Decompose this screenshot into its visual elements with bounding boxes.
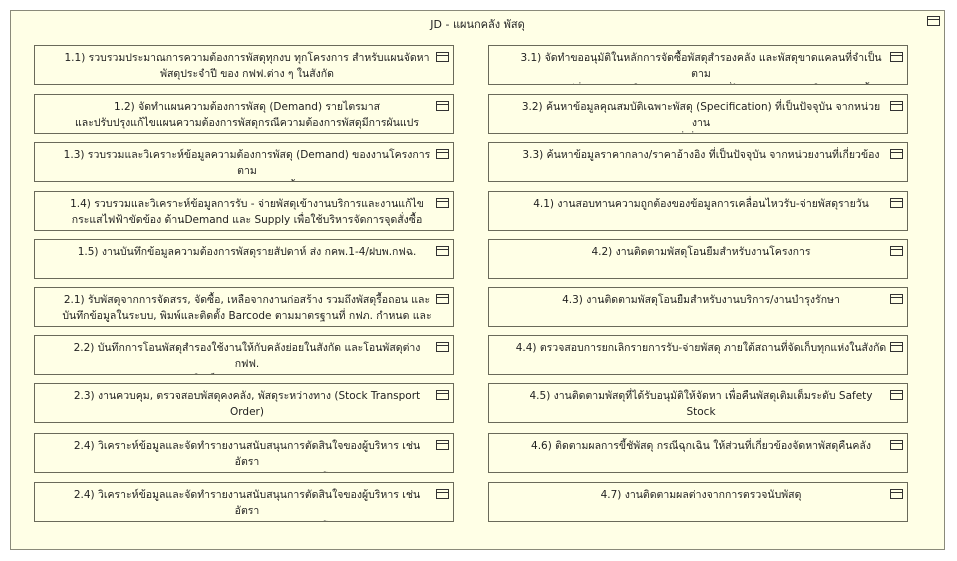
task-box-2-3[interactable]: 2.3) งานควบคุม, ตรวจสอบพัสดุคงคลัง, พัสด…: [34, 383, 454, 423]
collapse-icon[interactable]: [890, 198, 903, 208]
task-label: 1.2) จัดทำแผนความต้องการพัสดุ (Demand) ร…: [75, 101, 419, 129]
collapse-icon[interactable]: [436, 52, 449, 62]
collapse-icon[interactable]: [890, 489, 903, 499]
task-box-4-7[interactable]: 4.7) งานติดตามผลต่างจากการตรวจนับพัสดุ: [488, 482, 908, 522]
collapse-icon[interactable]: [436, 246, 449, 256]
collapse-icon[interactable]: [436, 149, 449, 159]
task-box-1-3[interactable]: 1.3) รวบรวมและวิเคราะห์ข้อมูลความต้องการ…: [34, 142, 454, 182]
collapse-icon[interactable]: [436, 101, 449, 111]
collapse-icon[interactable]: [890, 52, 903, 62]
task-box-1-1[interactable]: 1.1) รวบรวมประมาณการความต้องการพัสดุทุกง…: [34, 45, 454, 85]
task-label: 4.3) งานติดตามพัสดุโอนยืมสำหรับงานบริการ…: [562, 294, 840, 306]
task-label: 1.5) งานบันทึกข้อมูลความต้องการพัสดุรายส…: [77, 246, 417, 258]
collapse-icon[interactable]: [927, 16, 940, 26]
frame-title: JD - แผนกคลัง พัสดุ: [430, 18, 525, 31]
task-label: 3.2) ค้นหาข้อมูลคุณสมบัติเฉพาะพัสดุ (Spe…: [521, 101, 881, 129]
task-label: 1.3) รวบรวมและวิเคราะห์ข้อมูลความต้องการ…: [63, 149, 431, 177]
task-box-4-2[interactable]: 4.2) งานติดตามพัสดุโอนยืมสำหรับงานโครงกา…: [488, 239, 908, 279]
task-box-4-6[interactable]: 4.6) ติดตามผลการขี้ชัพัสดุ กรณีฉุกเฉิน ใ…: [488, 433, 908, 473]
task-box-3-2[interactable]: 3.2) ค้นหาข้อมูลคุณสมบัติเฉพาะพัสดุ (Spe…: [488, 94, 908, 134]
task-label: 1.1) รวบรวมประมาณการความต้องการพัสดุทุกง…: [64, 52, 430, 80]
task-label: 1.4) รวบรวมและวิเคราะห์ข้อมูลการรับ - จ่…: [70, 198, 424, 226]
task-label: 2.4) วิเคราะห์ข้อมูลและจัดทำรายงานสนับสน…: [73, 489, 421, 517]
task-box-2-4-duplicate[interactable]: 2.4) วิเคราะห์ข้อมูลและจัดทำรายงานสนับสน…: [34, 482, 454, 522]
task-label: 4.4) ตรวจสอบการยกเลิกรายการรับ-จ่ายพัสดุ…: [515, 342, 887, 354]
task-label: 3.1) จัดทำขออนุมัติในหลักการจัดซื้อพัสดุ…: [520, 52, 882, 80]
collapse-icon[interactable]: [890, 246, 903, 256]
task-box-2-2[interactable]: 2.2) บันทึกการโอนพัสดุสำรองใช้งานให้กับค…: [34, 335, 454, 375]
task-box-4-4[interactable]: 4.4) ตรวจสอบการยกเลิกรายการรับ-จ่ายพัสดุ…: [488, 335, 908, 375]
task-label: 2.2) บันทึกการโอนพัสดุสำรองใช้งานให้กับค…: [73, 342, 421, 370]
task-label: 4.1) งานสอบทานความถูกต้องของข้อมูลการเคล…: [533, 198, 869, 210]
department-frame: JD - แผนกคลัง พัสดุ 1.1) รวบรวมประมาณการ…: [10, 10, 945, 550]
task-box-2-1[interactable]: 2.1) รับพัสดุจากการจัดสรร, จัดซื้อ, เหลื…: [34, 287, 454, 327]
collapse-icon[interactable]: [890, 440, 903, 450]
collapse-icon[interactable]: [890, 101, 903, 111]
collapse-icon[interactable]: [436, 198, 449, 208]
task-box-1-2[interactable]: 1.2) จัดทำแผนความต้องการพัสดุ (Demand) ร…: [34, 94, 454, 134]
task-box-4-1[interactable]: 4.1) งานสอบทานความถูกต้องของข้อมูลการเคล…: [488, 191, 908, 231]
task-box-4-5[interactable]: 4.5) งานติดตามพัสดุที่ได้รับอนุมัติให้จั…: [488, 383, 908, 423]
collapse-icon[interactable]: [890, 294, 903, 304]
collapse-icon[interactable]: [890, 149, 903, 159]
task-label: 2.4) วิเคราะห์ข้อมูลและจัดทำรายงานสนับสน…: [73, 440, 421, 468]
task-label: 4.5) งานติดตามพัสดุที่ได้รับอนุมัติให้จั…: [529, 390, 873, 418]
task-label: 3.3) ค้นหาข้อมูลราคากลาง/ราคาอ้างอิง ที่…: [522, 149, 880, 161]
task-box-1-5[interactable]: 1.5) งานบันทึกข้อมูลความต้องการพัสดุรายส…: [34, 239, 454, 279]
collapse-icon[interactable]: [890, 390, 903, 400]
task-box-1-4[interactable]: 1.4) รวบรวมและวิเคราะห์ข้อมูลการรับ - จ่…: [34, 191, 454, 231]
collapse-icon[interactable]: [436, 390, 449, 400]
task-label: 4.6) ติดตามผลการขี้ชัพัสดุ กรณีฉุกเฉิน ใ…: [531, 440, 871, 452]
collapse-icon[interactable]: [436, 440, 449, 450]
task-box-3-3[interactable]: 3.3) ค้นหาข้อมูลราคากลาง/ราคาอ้างอิง ที่…: [488, 142, 908, 182]
task-box-3-1[interactable]: 3.1) จัดทำขออนุมัติในหลักการจัดซื้อพัสดุ…: [488, 45, 908, 85]
collapse-icon[interactable]: [436, 489, 449, 499]
task-box-4-3[interactable]: 4.3) งานติดตามพัสดุโอนยืมสำหรับงานบริการ…: [488, 287, 908, 327]
task-label: 4.7) งานติดตามผลต่างจากการตรวจนับพัสดุ: [600, 489, 802, 501]
collapse-icon[interactable]: [436, 294, 449, 304]
task-box-2-4[interactable]: 2.4) วิเคราะห์ข้อมูลและจัดทำรายงานสนับสน…: [34, 433, 454, 473]
collapse-icon[interactable]: [436, 342, 449, 352]
collapse-icon[interactable]: [890, 342, 903, 352]
task-label: 2.1) รับพัสดุจากการจัดสรร, จัดซื้อ, เหลื…: [62, 294, 432, 322]
task-label: 2.3) งานควบคุม, ตรวจสอบพัสดุคงคลัง, พัสด…: [73, 390, 421, 418]
task-label: 4.2) งานติดตามพัสดุโอนยืมสำหรับงานโครงกา…: [591, 246, 811, 258]
